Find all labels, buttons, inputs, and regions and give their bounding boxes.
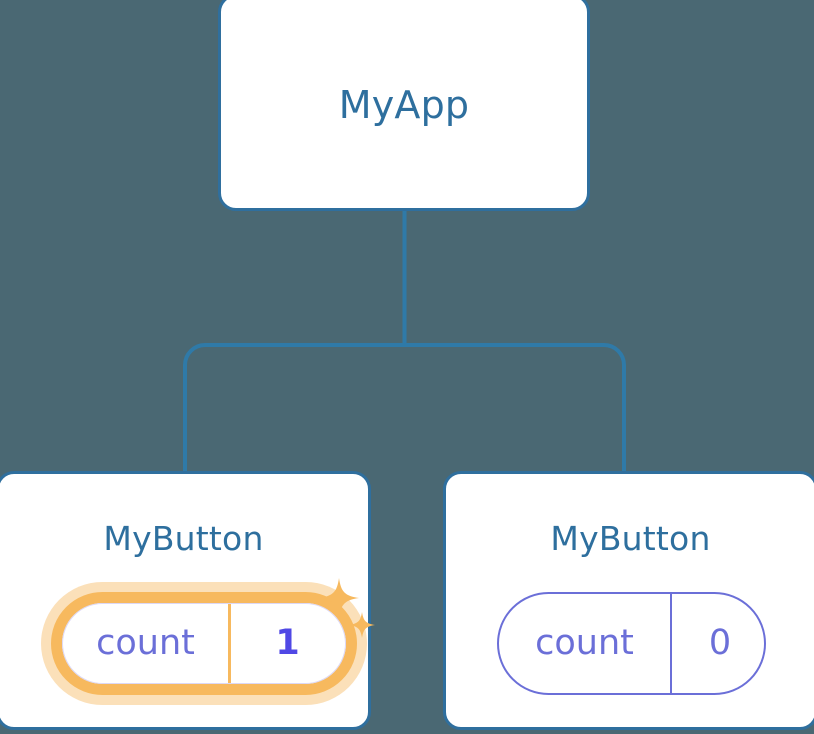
state-key-label-updated: count xyxy=(63,604,231,683)
state-pill-unchanged[interactable]: count 0 xyxy=(497,592,766,695)
state-pill-updated[interactable]: count 1 xyxy=(62,603,346,684)
connector-to-right-child xyxy=(404,343,626,475)
node-label-myapp: MyApp xyxy=(338,83,470,127)
state-pill-wrapper-updated: count 1 xyxy=(0,578,375,708)
node-card-mybutton-unchanged[interactable]: MyButton count 0 xyxy=(443,471,814,730)
state-value-unchanged: 0 xyxy=(708,623,732,663)
node-card-myapp[interactable]: MyApp xyxy=(218,0,590,211)
state-key-label-unchanged: count xyxy=(499,594,672,693)
connector-to-left-child xyxy=(183,343,405,475)
node-label-mybutton-unchanged: MyButton xyxy=(550,519,711,558)
state-pill-wrapper-unchanged: count 0 xyxy=(446,578,814,708)
state-value-updated: 1 xyxy=(275,623,300,663)
node-card-mybutton-updated[interactable]: MyButton count 1 xyxy=(0,471,375,730)
node-label-mybutton-updated: MyButton xyxy=(103,519,264,558)
